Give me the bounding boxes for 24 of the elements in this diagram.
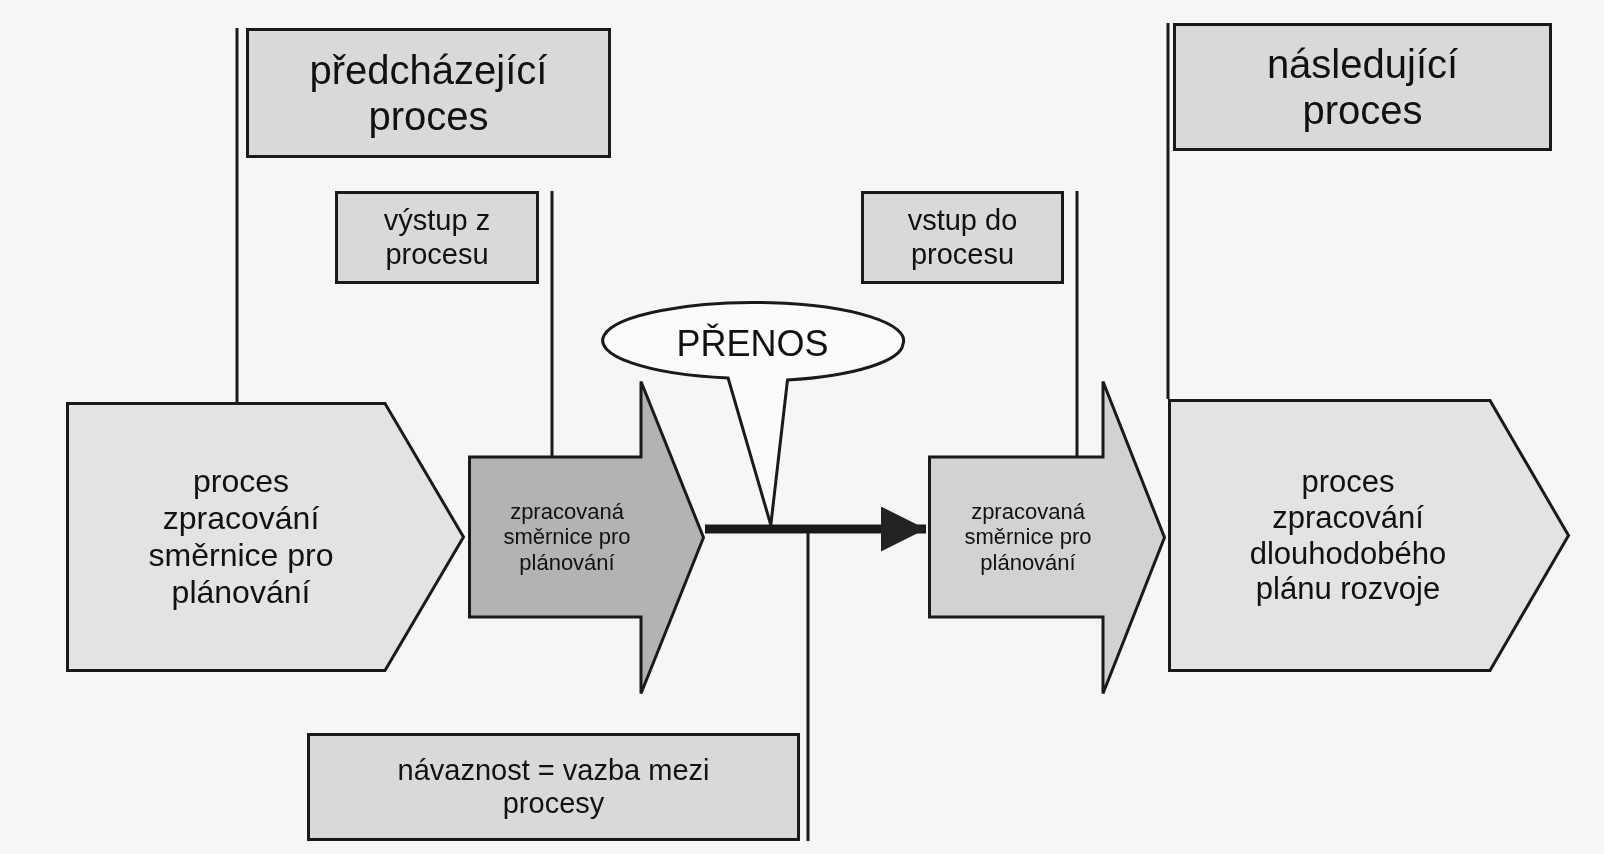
node-label: zpracovaná směrnice pro plánování: [963, 499, 1093, 575]
connector-line: [235, 28, 239, 402]
output-shape: [468, 380, 705, 695]
node-label: vstup do procesu: [906, 204, 1019, 271]
connector-line: [1166, 23, 1170, 399]
note-box: [307, 733, 800, 841]
input-box: [861, 191, 1064, 284]
process-pentagon: [1168, 399, 1570, 672]
node-label: následující proces: [1265, 41, 1460, 133]
node-label: proces zpracování dlouhodobého plánu rozvoje: [1248, 464, 1448, 607]
output-box: [335, 191, 539, 284]
node-label: zpracovaná směrnice pro plánování: [502, 499, 632, 575]
node-label: proces zpracování směrnice pro plánování: [147, 463, 335, 611]
node-label: PŘENOS: [675, 323, 830, 365]
node-label: předcházející proces: [308, 47, 549, 139]
process-box: [1173, 23, 1552, 151]
process-pentagon: [66, 402, 465, 672]
node-label: výstup z procesu: [382, 204, 492, 271]
process-box: [246, 28, 611, 158]
input-shape: [928, 380, 1166, 695]
connector-line: [550, 191, 554, 457]
connector-line: [1075, 191, 1079, 457]
node-label: návaznost = vazba mezi procesy: [396, 753, 711, 821]
arrow: [705, 506, 926, 552]
